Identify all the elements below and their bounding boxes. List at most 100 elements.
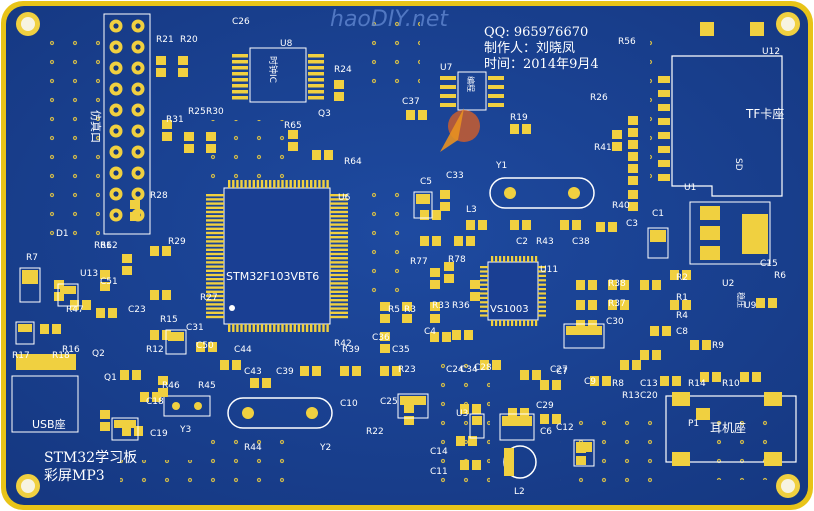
ref-label: C18: [146, 397, 164, 407]
ref-label: R4: [676, 311, 688, 321]
ref-label: C24: [446, 365, 464, 375]
ref-label: R61: [94, 241, 112, 251]
ref-label: R20: [180, 35, 198, 45]
ref-label: R41: [594, 143, 612, 153]
ref-label: C10: [340, 399, 358, 409]
ref-label: R43: [536, 237, 554, 247]
cursor-artifact: [440, 108, 480, 152]
ref-label: R47: [66, 305, 84, 315]
inductor-l2: [503, 445, 537, 479]
ref-label: R6: [774, 271, 786, 281]
ref-label: R13: [622, 391, 640, 401]
ref-label: R5: [388, 305, 400, 315]
usb-connector: [11, 354, 79, 433]
ref-label: Q3: [318, 109, 331, 119]
ref-label: U11: [540, 265, 558, 275]
ref-label: R3: [404, 305, 416, 315]
ref-label: R29: [168, 237, 186, 247]
ref-label: R36: [452, 301, 470, 311]
ref-label: C44: [234, 345, 252, 355]
ref-label: C51: [100, 277, 118, 287]
vs1003-chip: [480, 256, 546, 326]
ref-label: R25: [188, 107, 206, 117]
ref-label: R40: [612, 201, 630, 211]
ref-label: C3: [626, 219, 638, 229]
ref-label: C14: [430, 447, 448, 457]
ref-label: U7: [440, 63, 452, 73]
ref-label: C19: [150, 429, 168, 439]
author-info: QQ: 965976670 制作人：刘晓凤 时间：2014年9月4: [484, 25, 599, 72]
ref-label: R15: [160, 315, 178, 325]
mcu-stm32: [206, 180, 348, 332]
earphone-label: 耳机座: [710, 420, 746, 435]
regulator: [689, 201, 771, 265]
ref-label: R31: [166, 115, 184, 125]
ref-label: C8: [676, 327, 688, 337]
ref-label: R1: [676, 293, 688, 303]
ref-label: R56: [618, 37, 636, 47]
ref-label: C27: [550, 365, 568, 375]
mounting-holes: [16, 12, 800, 498]
ref-label: U9: [744, 301, 757, 311]
ref-label: C36: [372, 333, 390, 343]
ref-label: R27: [200, 293, 218, 303]
ref-label: C6: [540, 427, 552, 437]
ref-label: R9: [712, 341, 724, 351]
ref-label: R65: [284, 121, 302, 131]
jtag-header: [103, 13, 151, 235]
ref-label: Y1: [495, 161, 507, 171]
ref-label: C4: [424, 327, 436, 337]
ref-label: R44: [244, 443, 262, 453]
board-subtitle: 彩屏MP3: [44, 468, 105, 484]
clock-ic: [232, 47, 324, 103]
ref-label: C43: [244, 367, 262, 377]
ref-label: U1: [684, 183, 696, 193]
ref-label: R78: [448, 255, 466, 265]
ref-label: Q2: [92, 349, 105, 359]
tf-label: TF卡座: [745, 106, 784, 121]
ref-label: P1: [688, 419, 699, 429]
ref-label: C25: [380, 397, 398, 407]
ref-label: C13: [640, 379, 658, 389]
ref-label: C34: [460, 365, 478, 375]
crystal-y1: [489, 177, 595, 209]
decoder-label: VS1003: [490, 304, 529, 315]
ref-label: R22: [366, 427, 384, 437]
ref-label: R17: [12, 351, 30, 361]
u7-label: 编程: [466, 76, 476, 92]
ref-label: R45: [198, 381, 216, 391]
ref-label: R10: [722, 379, 740, 389]
ref-label: C15: [760, 259, 778, 269]
ref-label: R16: [62, 345, 80, 355]
ref-label: R64: [344, 157, 362, 167]
ref-label: Y3: [179, 425, 191, 435]
ref-label: C38: [572, 237, 590, 247]
ref-label: R77: [410, 257, 428, 267]
board-title: STM32学习板: [44, 450, 137, 466]
crystal-y2: [227, 397, 333, 429]
ref-label: D1: [56, 229, 69, 239]
ref-label: U13: [80, 269, 98, 279]
ref-label: C23: [128, 305, 146, 315]
ref-label: R18: [52, 351, 70, 361]
ref-label: Q1: [104, 373, 117, 383]
u7-chip: [440, 71, 504, 111]
ref-label: L3: [466, 205, 477, 215]
ref-label: C2: [516, 237, 528, 247]
ref-label: U6: [338, 193, 351, 203]
ref-label: U3: [456, 409, 468, 419]
ref-label: R38: [608, 279, 626, 289]
ref-label: R19: [510, 113, 528, 123]
ref-label: R42: [334, 339, 352, 349]
crystal-y3: [163, 395, 211, 417]
usb-label: USB座: [32, 417, 66, 431]
tf-socket: [658, 22, 783, 197]
ref-label: R39: [342, 345, 360, 355]
ref-label: Y2: [319, 443, 331, 453]
ref-label: R33: [432, 301, 450, 311]
ref-label: C33: [446, 171, 464, 181]
earphone-jack: [665, 392, 797, 466]
ref-label: R28: [150, 191, 168, 201]
